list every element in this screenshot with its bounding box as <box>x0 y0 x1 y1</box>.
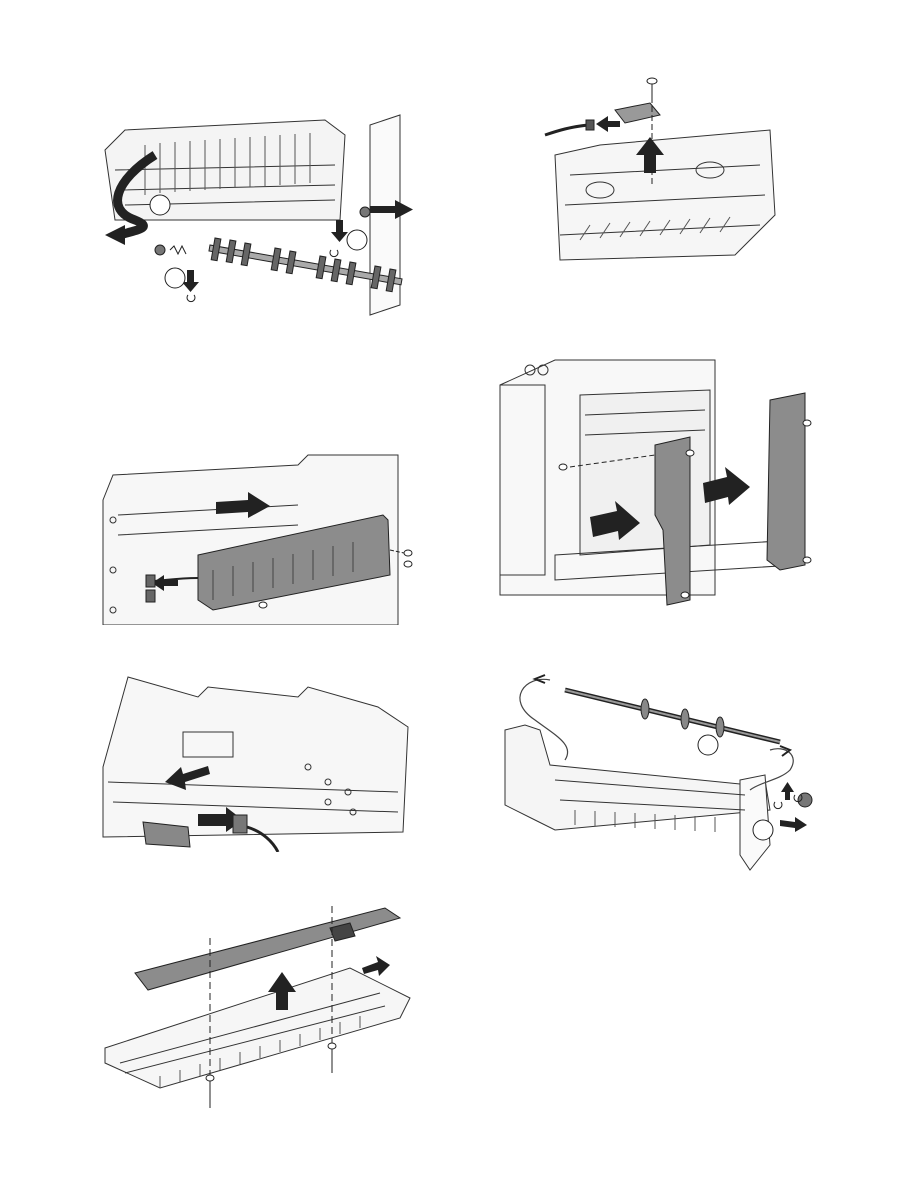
connector-removal-illustration <box>98 672 418 852</box>
side-plate-right <box>767 393 805 570</box>
callout-circle <box>165 268 185 288</box>
figure-roller-removal <box>95 110 415 325</box>
callout-circle <box>698 735 718 755</box>
right-arrow-icon <box>362 956 390 976</box>
connector-cable <box>545 125 588 135</box>
roller-shaft-illustration <box>495 670 815 880</box>
callout-circle <box>753 820 773 840</box>
figure-cover-plate <box>100 898 420 1113</box>
figure-side-plates <box>495 355 820 610</box>
figure-roller-shaft <box>495 670 815 880</box>
unit-removal-illustration <box>98 450 418 625</box>
roller-shaft <box>565 690 780 742</box>
sensor-removal-illustration <box>540 75 785 265</box>
figure-sensor-removal <box>540 75 785 265</box>
up-arrow-icon <box>781 782 794 800</box>
cover-plate-illustration <box>100 898 420 1113</box>
right-arrow-icon <box>780 817 807 832</box>
sensor-block <box>615 103 660 123</box>
callout-circle <box>150 195 170 215</box>
side-plates-illustration <box>495 355 820 610</box>
figure-unit-removal <box>98 450 418 625</box>
roller-removal-illustration <box>95 110 415 325</box>
callout-circle <box>347 230 367 250</box>
left-arrow-icon <box>596 116 620 132</box>
figure-connector-removal <box>98 672 418 852</box>
screw-icon <box>647 78 657 97</box>
